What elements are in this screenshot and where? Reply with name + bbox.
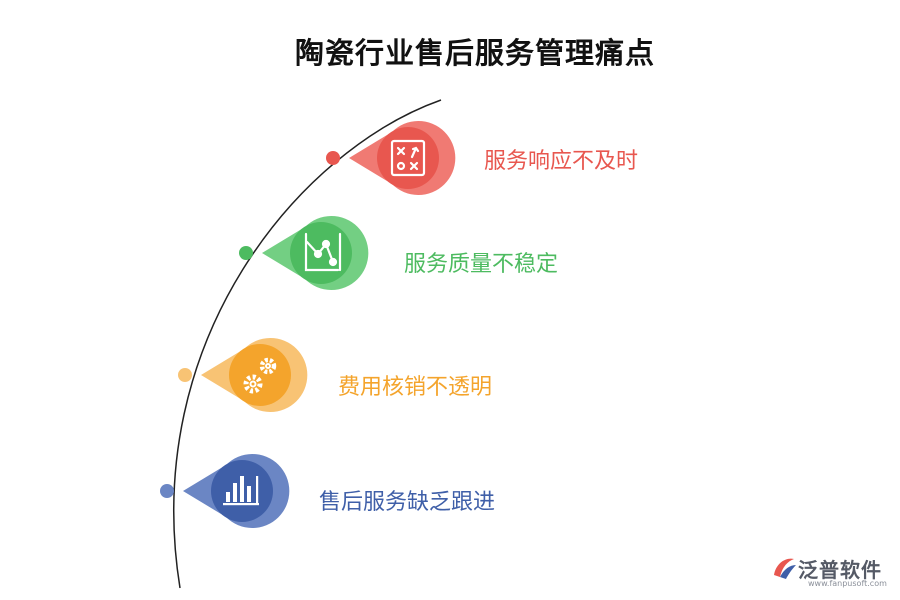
pain-point-2 <box>178 338 308 412</box>
arc-dot-2 <box>178 368 192 382</box>
pain-point-1 <box>239 216 369 291</box>
pain-point-label-3: 售后服务缺乏跟进 <box>319 490 496 515</box>
pain-point-3 <box>160 454 290 528</box>
logo-name: 泛普软件 <box>798 558 882 582</box>
fanpu-logo-icon <box>774 558 796 579</box>
tactics-board-icon <box>390 139 426 177</box>
page-title: 陶瓷行业售后服务管理痛点 <box>294 36 655 70</box>
brand-logo: 泛普软件 www.fanpusoft.com <box>770 552 895 588</box>
arc-dot-3 <box>160 484 174 498</box>
pain-point-label-2: 费用核销不透明 <box>338 375 493 400</box>
timeline-arc <box>173 99 442 589</box>
arc-dot-1 <box>239 246 253 260</box>
pain-point-label-0: 服务响应不及时 <box>484 149 639 174</box>
line-chart-icon <box>304 232 342 272</box>
bar-chart-icon <box>223 476 259 506</box>
gears-icon <box>243 357 277 394</box>
pain-point-0 <box>326 121 456 195</box>
logo-url: www.fanpusoft.com <box>808 579 887 588</box>
pain-point-label-1: 服务质量不稳定 <box>404 252 559 277</box>
arc-dot-0 <box>326 151 340 165</box>
